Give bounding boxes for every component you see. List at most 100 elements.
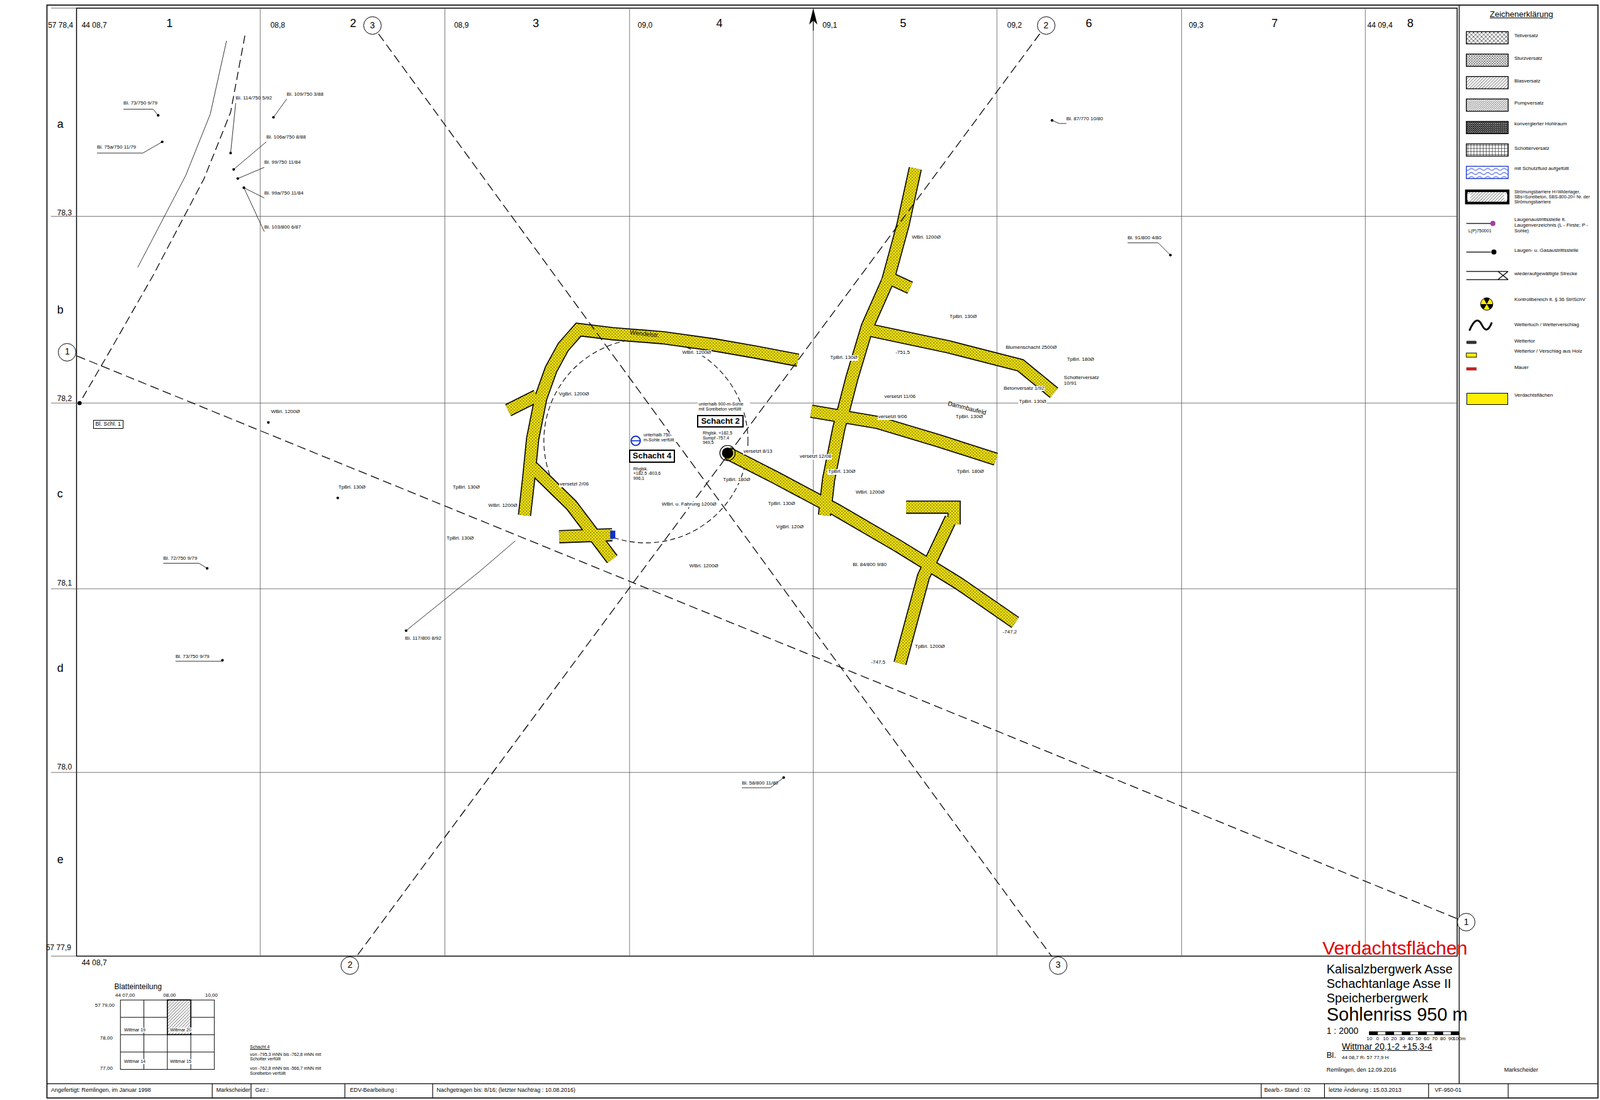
legend-label: Laugen- u. Gasaustrittsstelle: [1514, 248, 1597, 254]
map-label: unterhalb 900-m-Sohle mit Sorelbeton ver…: [697, 401, 750, 412]
map-label: 78,0: [57, 763, 72, 772]
map-label: 08,9: [453, 21, 469, 30]
map-label: EDV-Bearbeitung :: [350, 1087, 398, 1094]
map-label: unterhalb 750-m-Sohle verfüllt: [642, 432, 677, 443]
map-label: 78,00: [100, 1035, 113, 1042]
shaft-box: Schacht 4: [629, 449, 676, 463]
section-line: [76, 355, 1457, 919]
map-label: 08,00: [163, 992, 176, 999]
shaft-box: Schacht 2: [697, 414, 744, 428]
map-label: 77,00: [100, 1066, 113, 1072]
map-label: Wittmar 19: [123, 1027, 147, 1033]
map-label: 44 08,7 R- 57 77,9 H: [1341, 1055, 1389, 1061]
legend-label: wiederaufgewältigte Strecke: [1514, 271, 1597, 278]
legend-label: Schotterversatz: [1514, 146, 1597, 152]
shaft-box: Bl. Schl. 1: [93, 419, 125, 429]
map-label: 100m: [1452, 1036, 1466, 1043]
map-label: versetzt 2/06: [559, 481, 590, 488]
map-label: 44 07,00: [115, 992, 135, 999]
map-label: Bl. 87/770 10/80: [1066, 116, 1103, 123]
map-label: c: [57, 487, 63, 501]
map-label: WBrl. 1200Ø: [688, 563, 720, 570]
map-label: Nachgetragen bis: 8/16; (letzter Nachtra…: [436, 1087, 576, 1094]
map-label: TpBrl. 180Ø: [1066, 357, 1095, 363]
map-label: WBrl. 1200Ø: [270, 409, 301, 415]
map-label: a: [57, 118, 64, 131]
map-label: Schachtanlage Asse II: [1326, 976, 1452, 991]
map-label: VgBrl. 1200Ø: [557, 391, 590, 398]
legend-label: Wettertor / Verschlag aus Holz: [1514, 348, 1597, 355]
legend-label: Strömungsbarriere H=Widerlager, SBs=Sore…: [1514, 189, 1597, 205]
map-label: 09,1: [822, 21, 837, 30]
map-label: TpBrl. 130Ø: [829, 355, 858, 361]
node-text: 1: [64, 346, 70, 357]
map-label: TpBrl. 180Ø: [722, 477, 751, 483]
map-label: von -762,8 mNN bis -566,7 mNN mit Sorelb…: [249, 1066, 337, 1076]
map-label: Markscheider: [216, 1087, 251, 1094]
section-circle: 1: [1457, 913, 1476, 932]
map-label: versetzt 12/08: [799, 453, 832, 460]
map-label: TpBrl. 130Ø: [827, 469, 856, 475]
section-circle: 2: [340, 956, 359, 975]
map-label: 44 08,7: [81, 958, 108, 968]
section-line: [356, 34, 1041, 958]
map-label: L(P)750001: [1468, 228, 1492, 234]
legend-label: konvergierter Hohlraum: [1514, 121, 1597, 128]
map-label: Bl. 117/800 8/92: [404, 635, 442, 642]
map-label: 10,00: [205, 992, 218, 999]
map-label: Bl. 109/750 3/88: [286, 91, 324, 98]
map-label: Bl.: [1326, 1050, 1337, 1060]
map-label: TpBrl. 130Ø: [948, 314, 978, 320]
map-label: 70: [1431, 1036, 1438, 1043]
map-label: 5: [899, 17, 907, 31]
map-label: Wittmar 14: [123, 1059, 147, 1065]
map-label: von -795,3 mNN bis -762,8 mNN mit Schott…: [249, 1052, 337, 1062]
map-label: TpBrl. 130Ø: [767, 501, 796, 507]
map-label: -747,2: [1001, 629, 1018, 636]
node-text: 3: [370, 20, 376, 31]
map-label: 78,2: [57, 394, 72, 403]
map-label: VF-950-01: [1434, 1087, 1462, 1094]
map-label: Zeichenerklärung: [1489, 10, 1553, 19]
map-label: Rhglsk. +182,5 Sumpf -757,4 949,5: [702, 430, 735, 446]
map-label: TpBrl. 130Ø: [452, 484, 481, 491]
map-label: d: [57, 662, 64, 676]
map-label: versetzt 11/06: [883, 394, 917, 400]
map-label: WBrl. u. Fahrung 1200Ø: [661, 501, 718, 508]
map-label: 1 : 2000: [1326, 1026, 1359, 1036]
section-circle: 1: [57, 343, 77, 362]
map-label: Bl. 75a/750 11/79: [96, 144, 137, 151]
legend-swatch: [1466, 392, 1509, 405]
legend-label: Verdachtsflächen: [1514, 392, 1597, 399]
node-text: Bl. Schl. 1: [95, 421, 122, 428]
map-label: Wittmar 20: [169, 1027, 193, 1033]
map-label: 57 78,4: [47, 21, 74, 30]
map-label: versetzt 8/13: [743, 448, 774, 455]
map-label: 78,1: [57, 579, 72, 588]
map-label: e: [57, 853, 64, 867]
map-label: Bl. 103/800 6/87: [264, 224, 301, 231]
map-label: Bl. 73/750 9/79: [123, 100, 158, 107]
map-label: letzte Änderung : 15.03.2013: [1328, 1087, 1402, 1094]
legend-label: mit Schutzfluid aufgefüllt: [1514, 166, 1597, 172]
map-label: Bearb.- Stand : 02: [1264, 1087, 1311, 1094]
node-text: 1: [1463, 917, 1470, 927]
map-label: versetzt 9/06: [877, 414, 908, 420]
legend-label: Laugenaustrittsstelle lt. Laugenverzeich…: [1514, 217, 1597, 234]
map-label: Schotterversatz 10/91: [1063, 375, 1102, 387]
map-label: Remlingen, den 12.09.2016: [1326, 1067, 1397, 1074]
map-label: -751,5: [894, 350, 911, 356]
section-circle: 3: [1049, 956, 1068, 975]
legend-label: Sturzversatz: [1514, 56, 1597, 62]
map-label: 6: [1085, 17, 1092, 31]
map-label: TpBrl. 180Ø: [955, 469, 985, 475]
section-circle: 2: [1037, 16, 1056, 35]
map-label: Bl. 99a/750 11/84: [264, 190, 304, 197]
legend-label: Mauer: [1514, 365, 1597, 371]
map-label: 2: [350, 17, 357, 31]
map-label: Wittmar 15: [169, 1059, 193, 1065]
map-label: 09,0: [637, 21, 653, 30]
map-label: Bl. 58/800 11/80: [741, 780, 779, 787]
map-label: TpBrl. 130Ø: [1018, 399, 1047, 405]
map-label: WBrl. 1200Ø: [681, 350, 713, 356]
